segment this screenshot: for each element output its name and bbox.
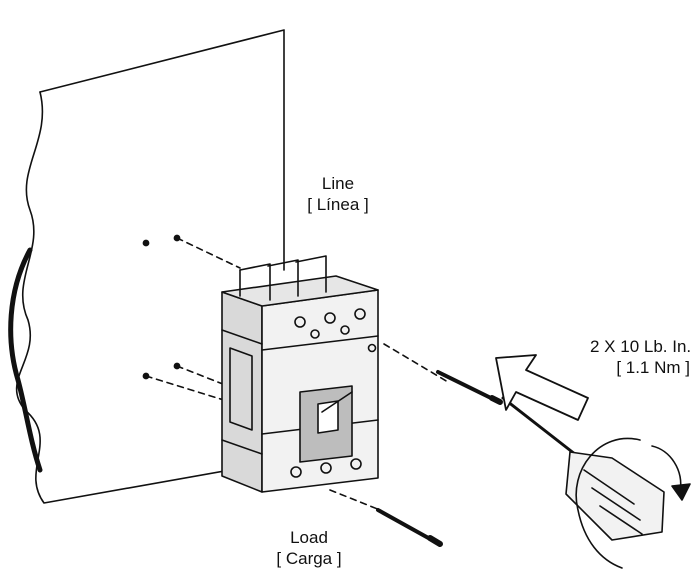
- mounting-holes: [142, 234, 181, 380]
- mounting-panel: [8, 29, 285, 504]
- line-side-label: Line [ Línea ]: [307, 174, 369, 214]
- mounting-screw-lower: [329, 489, 443, 547]
- circuit-breaker: [221, 255, 379, 493]
- mounting-screw-upper: [383, 343, 503, 405]
- torque-spec-label: 2 X 10 Lb. In. [ 1.1 Nm ]: [590, 337, 692, 377]
- rotation-arrow: [575, 437, 691, 569]
- direction-arrow: [495, 354, 589, 421]
- screwdriver: [501, 396, 665, 541]
- load-side-label: Load [ Carga ]: [276, 528, 342, 568]
